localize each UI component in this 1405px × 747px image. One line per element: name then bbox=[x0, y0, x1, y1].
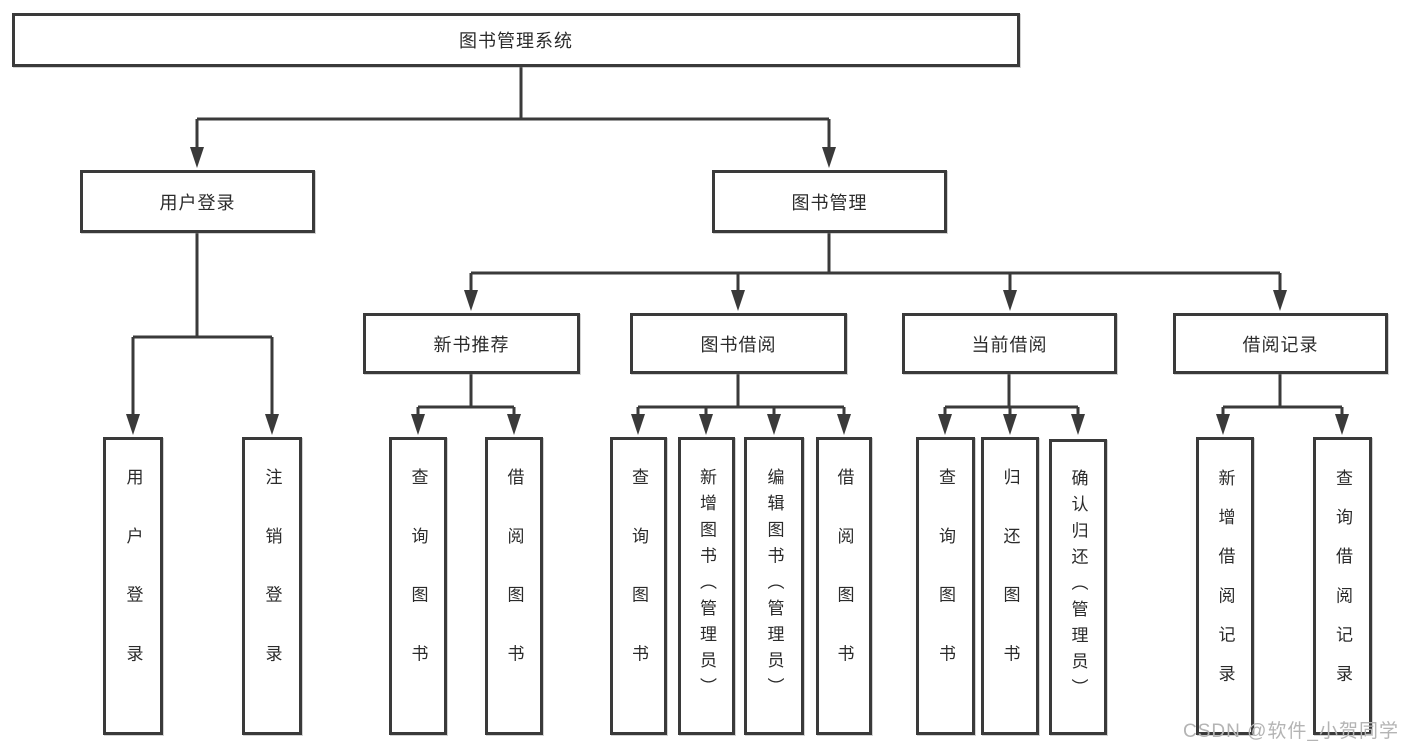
connector-userlogin-group bbox=[131, 233, 274, 417]
leaf-query-book-1: 查询图书 bbox=[389, 437, 447, 735]
connector-record-group bbox=[1221, 374, 1344, 417]
node-system-root: 图书管理系统 bbox=[12, 13, 1020, 67]
connector-newbook-group bbox=[416, 374, 516, 417]
leaf-query-book-3: 查询图书 bbox=[916, 437, 975, 735]
arrowhead bbox=[731, 290, 745, 311]
arrowhead bbox=[1216, 414, 1230, 435]
arrowhead bbox=[411, 414, 425, 435]
arrowhead bbox=[938, 414, 952, 435]
arrowhead bbox=[507, 414, 521, 435]
leaf-edit-book-admin: 编辑图书（管理员） bbox=[744, 437, 804, 735]
arrowhead bbox=[837, 414, 851, 435]
arrowhead bbox=[1273, 290, 1287, 311]
node-current-borrow: 当前借阅 bbox=[902, 313, 1117, 374]
node-book-borrow: 图书借阅 bbox=[630, 313, 847, 374]
node-book-management-branch: 图书管理 bbox=[712, 170, 947, 233]
leaf-query-borrow-record: 查询借阅记录 bbox=[1313, 437, 1372, 735]
leaf-borrow-book-2: 借阅图书 bbox=[816, 437, 872, 735]
arrowhead bbox=[1003, 414, 1017, 435]
arrowhead bbox=[190, 147, 204, 168]
arrowhead bbox=[699, 414, 713, 435]
leaf-user-login: 用户登录 bbox=[103, 437, 163, 735]
leaf-return-book: 归还图书 bbox=[981, 437, 1039, 735]
node-new-book-recommend: 新书推荐 bbox=[363, 313, 580, 374]
leaf-borrow-book-1: 借阅图书 bbox=[485, 437, 543, 735]
arrowhead bbox=[1335, 414, 1349, 435]
arrowhead bbox=[126, 414, 140, 435]
node-user-login-branch: 用户登录 bbox=[80, 170, 315, 233]
csdn-watermark: CSDN @软件_小贺同学 bbox=[1183, 721, 1399, 742]
leaf-add-borrow-record: 新增借阅记录 bbox=[1196, 437, 1254, 735]
arrowhead bbox=[822, 147, 836, 168]
connector-current-group bbox=[943, 374, 1080, 417]
connector-bookmgmt-to-level2 bbox=[469, 233, 1282, 293]
arrowhead bbox=[631, 414, 645, 435]
arrowhead bbox=[767, 414, 781, 435]
leaf-logout: 注销登录 bbox=[242, 437, 302, 735]
leaf-add-book-admin: 新增图书（管理员） bbox=[678, 437, 735, 735]
leaf-confirm-return-admin: 确认归还（管理员） bbox=[1049, 439, 1107, 735]
connector-root-to-level1 bbox=[195, 67, 831, 150]
connector-borrow-group bbox=[636, 374, 846, 417]
arrowhead bbox=[265, 414, 279, 435]
arrowhead bbox=[464, 290, 478, 311]
arrowhead bbox=[1003, 290, 1017, 311]
arrowheads bbox=[126, 147, 1349, 435]
leaf-query-book-2: 查询图书 bbox=[610, 437, 667, 735]
node-borrow-record: 借阅记录 bbox=[1173, 313, 1388, 374]
arrowhead bbox=[1071, 414, 1085, 435]
